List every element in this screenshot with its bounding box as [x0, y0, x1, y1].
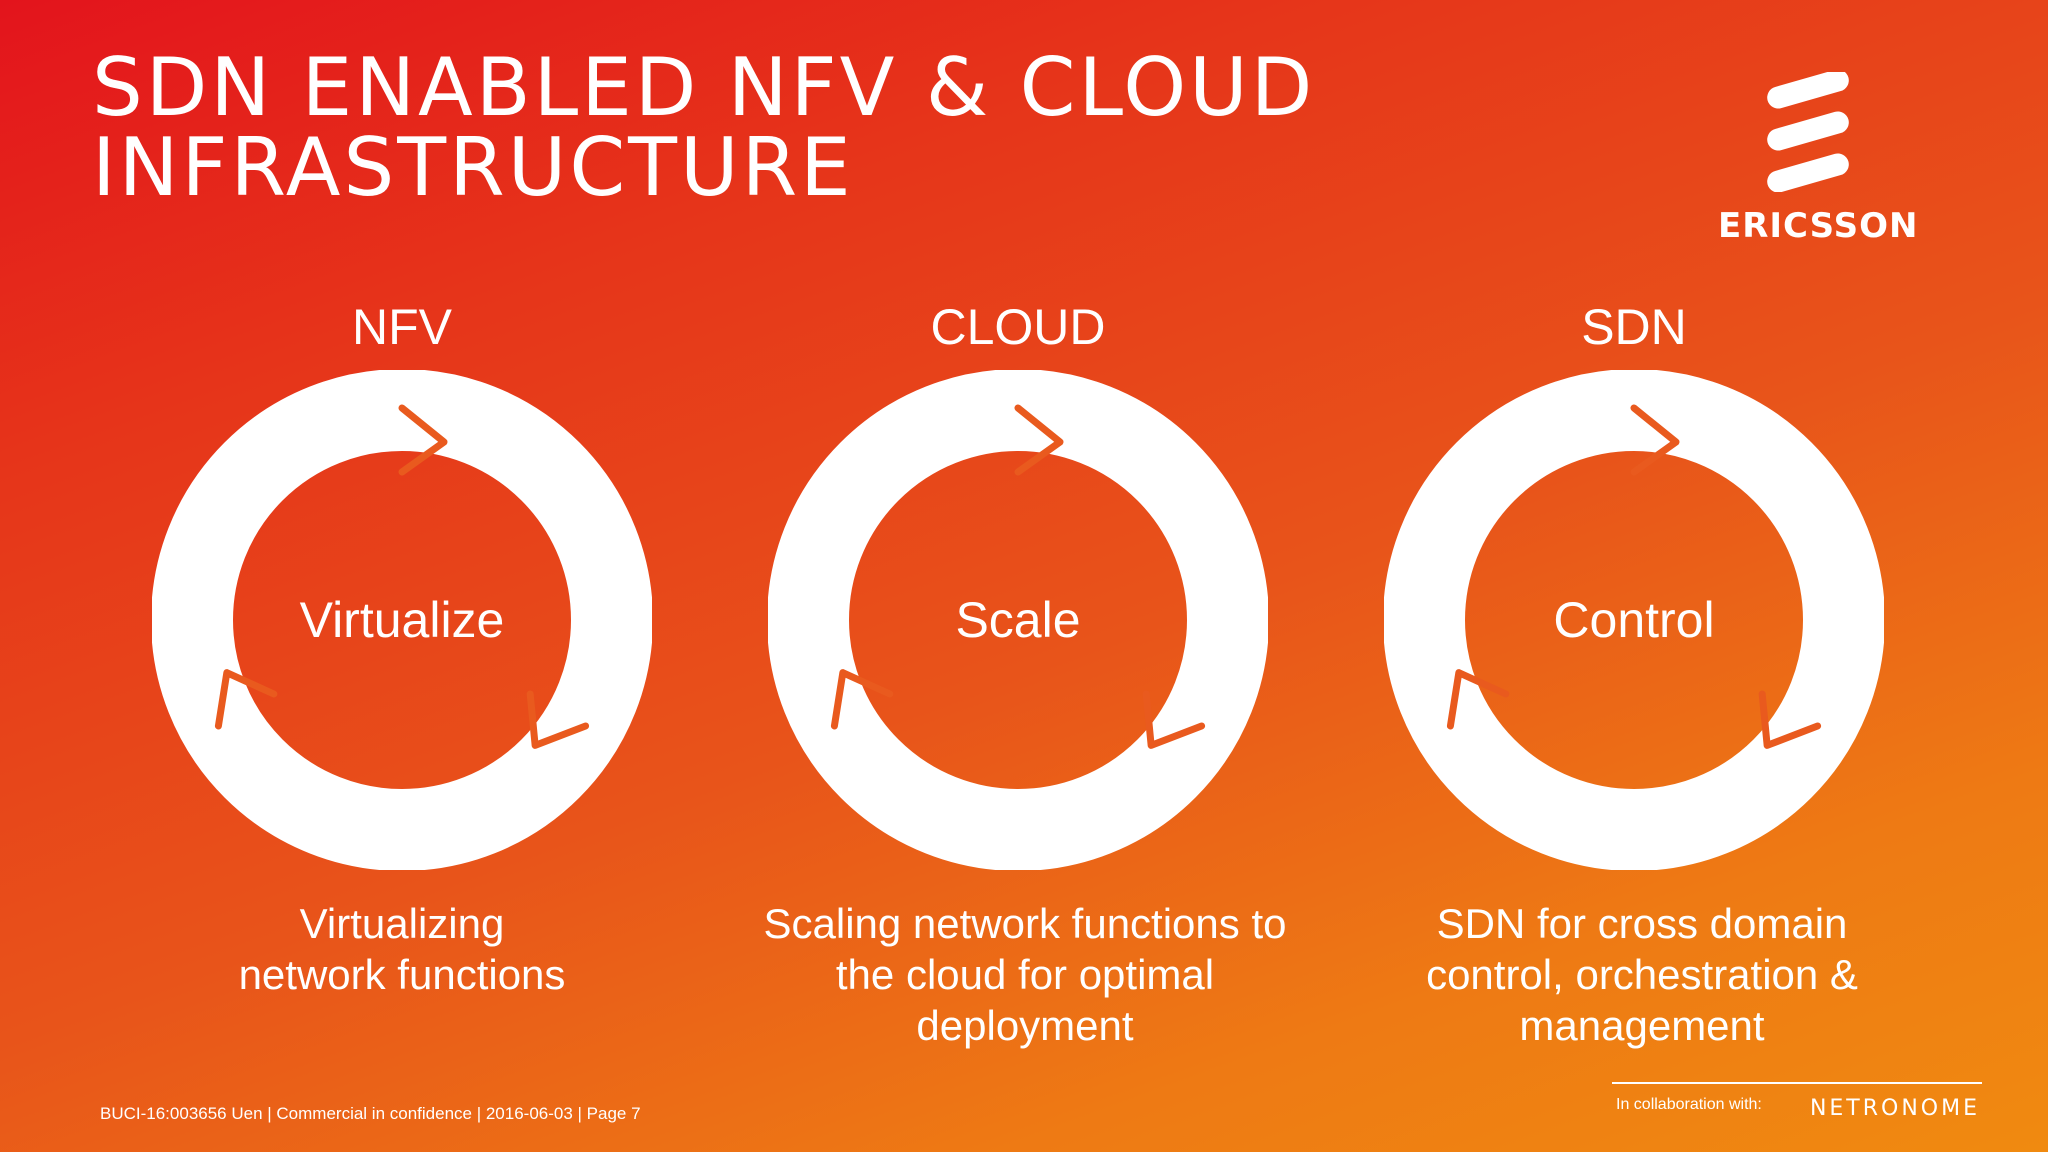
- cycle-ring-icon: [768, 370, 1268, 870]
- description-line: control, orchestration &: [1426, 951, 1858, 998]
- slide-title-line-2: INFRASTRUCTURE: [92, 121, 854, 214]
- netronome-logo-text: NETRONOME: [1809, 1096, 1980, 1121]
- description-line: Scaling network functions to: [763, 900, 1287, 947]
- cycle-ring-nfv: Virtualize: [152, 370, 652, 870]
- slide-title-line-1: SDN ENABLED NFV & CLOUD: [92, 41, 1316, 134]
- description-line: the cloud for optimal: [835, 951, 1215, 998]
- ring-label-scale: Scale: [955, 592, 1081, 648]
- column-heading-cloud: CLOUD: [930, 299, 1106, 355]
- column-heading-nfv: NFV: [352, 299, 452, 355]
- description-line: Virtualizing: [299, 900, 505, 947]
- column-description-sdn: SDN for cross domain control, orchestrat…: [1362, 898, 1922, 1051]
- ericsson-logo: ERICSSON: [1718, 72, 1918, 252]
- collaboration-label: In collaboration with:: [1616, 1096, 1762, 1113]
- footer-collaboration: In collaboration with: NETRONOME: [1612, 1082, 1982, 1124]
- cycle-ring-icon: [1384, 370, 1884, 870]
- description-line: network functions: [238, 951, 566, 998]
- slide-title: SDN ENABLED NFV & CLOUD INFRASTRUCTURE: [92, 48, 1592, 208]
- ring-label-control: Control: [1553, 592, 1715, 648]
- description-line: deployment: [916, 1002, 1134, 1049]
- ericsson-logo-icon: [1767, 72, 1849, 192]
- cycle-ring-cloud: Scale: [768, 370, 1268, 870]
- ring-label-virtualize: Virtualize: [299, 592, 505, 648]
- column-description-nfv: Virtualizing network functions: [122, 898, 682, 1000]
- cycle-ring-icon: [152, 370, 652, 870]
- ericsson-logo-text: ERICSSON: [1718, 206, 1919, 246]
- column-heading-sdn: SDN: [1581, 299, 1687, 355]
- column-description-cloud: Scaling network functions to the cloud f…: [745, 898, 1305, 1051]
- description-line: management: [1519, 1002, 1765, 1049]
- footer-document-info: BUCI-16:003656 Uen | Commercial in confi…: [100, 1104, 641, 1123]
- description-line: SDN for cross domain: [1436, 900, 1848, 947]
- cycle-ring-sdn: Control: [1384, 370, 1884, 870]
